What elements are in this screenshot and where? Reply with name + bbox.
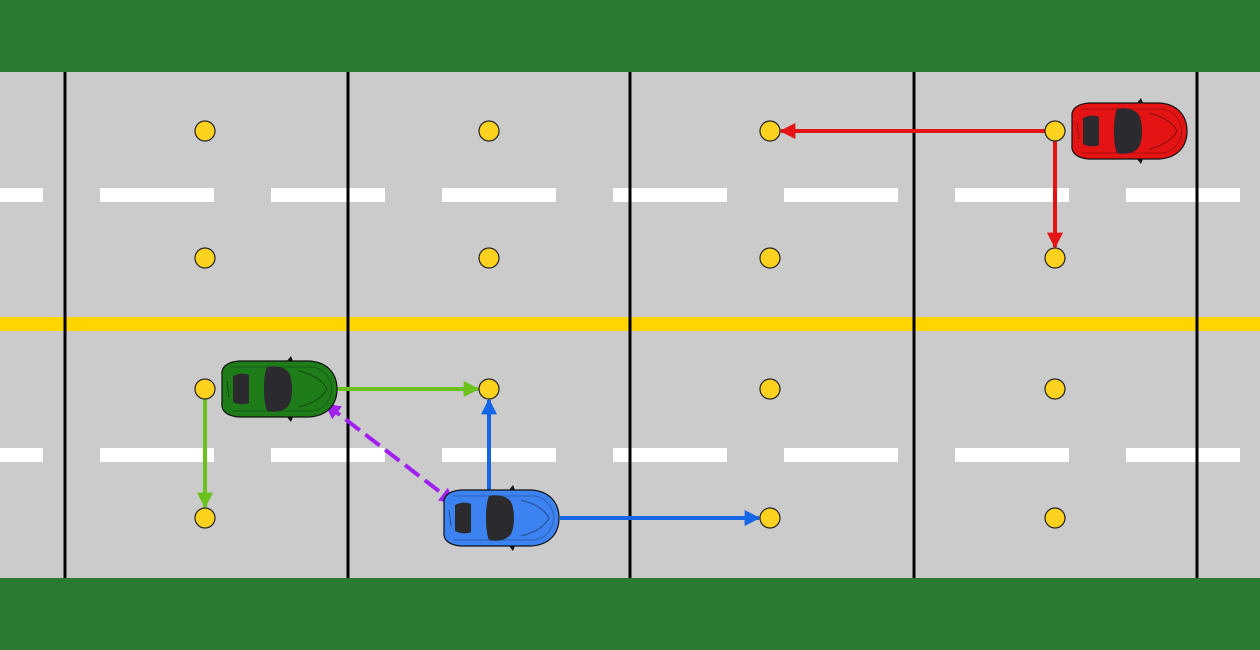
waypoint-node-r3-c3 <box>1044 507 1066 529</box>
waypoint-node-r3-c0 <box>194 507 216 529</box>
waypoint-node-r3-c2 <box>759 507 781 529</box>
blue-car <box>443 484 560 552</box>
waypoint-node-r0-c0 <box>194 120 216 142</box>
waypoint-node-r2-c3 <box>1044 378 1066 400</box>
blue-car-body <box>443 484 560 552</box>
green-car-body <box>221 355 338 423</box>
purple-arrow-bidirectional <box>324 402 456 505</box>
waypoint-node-r0-c2 <box>759 120 781 142</box>
grass-bottom <box>0 578 1260 650</box>
red-car-body <box>1071 97 1188 165</box>
red-car <box>1071 97 1188 165</box>
waypoint-node-r1-c2 <box>759 247 781 269</box>
waypoint-node-r0-c1 <box>478 120 500 142</box>
waypoint-node-r1-c3 <box>1044 247 1066 269</box>
waypoint-node-r2-c2 <box>759 378 781 400</box>
waypoint-node-r1-c1 <box>478 247 500 269</box>
waypoint-node-r2-c0 <box>194 378 216 400</box>
waypoint-node-r2-c1 <box>478 378 500 400</box>
waypoint-node-r1-c0 <box>194 247 216 269</box>
green-car <box>221 355 338 423</box>
grass-top <box>0 0 1260 72</box>
waypoint-node-r0-c3 <box>1044 120 1066 142</box>
